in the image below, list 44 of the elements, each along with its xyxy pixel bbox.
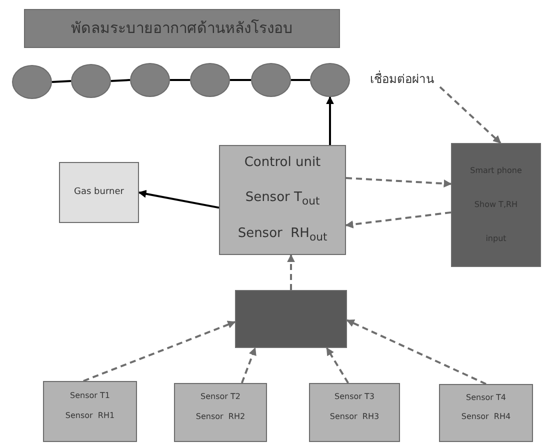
arrow: [346, 319, 486, 385]
fan-circle: [251, 63, 291, 97]
banner-box: [24, 9, 340, 48]
arrow: [83, 320, 236, 382]
arrow: [240, 347, 256, 384]
arrow: [326, 347, 349, 384]
service-box: [235, 290, 347, 348]
fan-circle: [71, 64, 111, 98]
fan-circle: [310, 63, 350, 97]
connector-line: [110, 79, 130, 82]
connector-line: [52, 80, 72, 83]
arrow: [345, 211, 452, 228]
connector-line: [230, 79, 251, 81]
control-unit-box: [219, 145, 346, 255]
sensor-box: [43, 381, 137, 442]
arrow: [346, 177, 452, 188]
node-text: Sensor T1: [70, 392, 110, 401]
node-text: พัดลมระบายอากาศด้านหลังโรงอบ: [71, 20, 293, 37]
sensor-box: [439, 384, 533, 442]
arrow: [138, 190, 220, 209]
device-box: [451, 143, 541, 267]
node-text: Sensor T2: [200, 393, 240, 402]
node-text: Sensor T3: [334, 393, 374, 402]
fan-circle: [130, 63, 170, 97]
arrow: [439, 86, 502, 144]
node-text: เชื่อมต่อผ่าน: [370, 73, 434, 87]
arrow: [326, 96, 334, 145]
node-text: Sensor RH4: [461, 413, 511, 422]
fan-circle: [190, 63, 230, 97]
node-text: Sensor RH$_{out}$: [238, 227, 328, 244]
node-text: Sensor RH1: [65, 412, 115, 422]
node-text: Gas burner: [74, 188, 124, 198]
node-text: Control unit: [244, 156, 321, 170]
sensor-box: [309, 383, 400, 442]
node-text: Sensor RH2: [196, 412, 246, 422]
node-text: Sensor RH3: [330, 412, 380, 422]
connector-line: [291, 79, 310, 81]
process-box: [59, 162, 139, 223]
fan-circle: [12, 65, 52, 99]
connector-line: [170, 79, 190, 81]
node-text: Sensor T4: [466, 394, 506, 403]
node-text: Sensor T$_{out}$: [245, 190, 320, 208]
sensor-box: [174, 383, 267, 442]
arrow: [287, 254, 295, 290]
